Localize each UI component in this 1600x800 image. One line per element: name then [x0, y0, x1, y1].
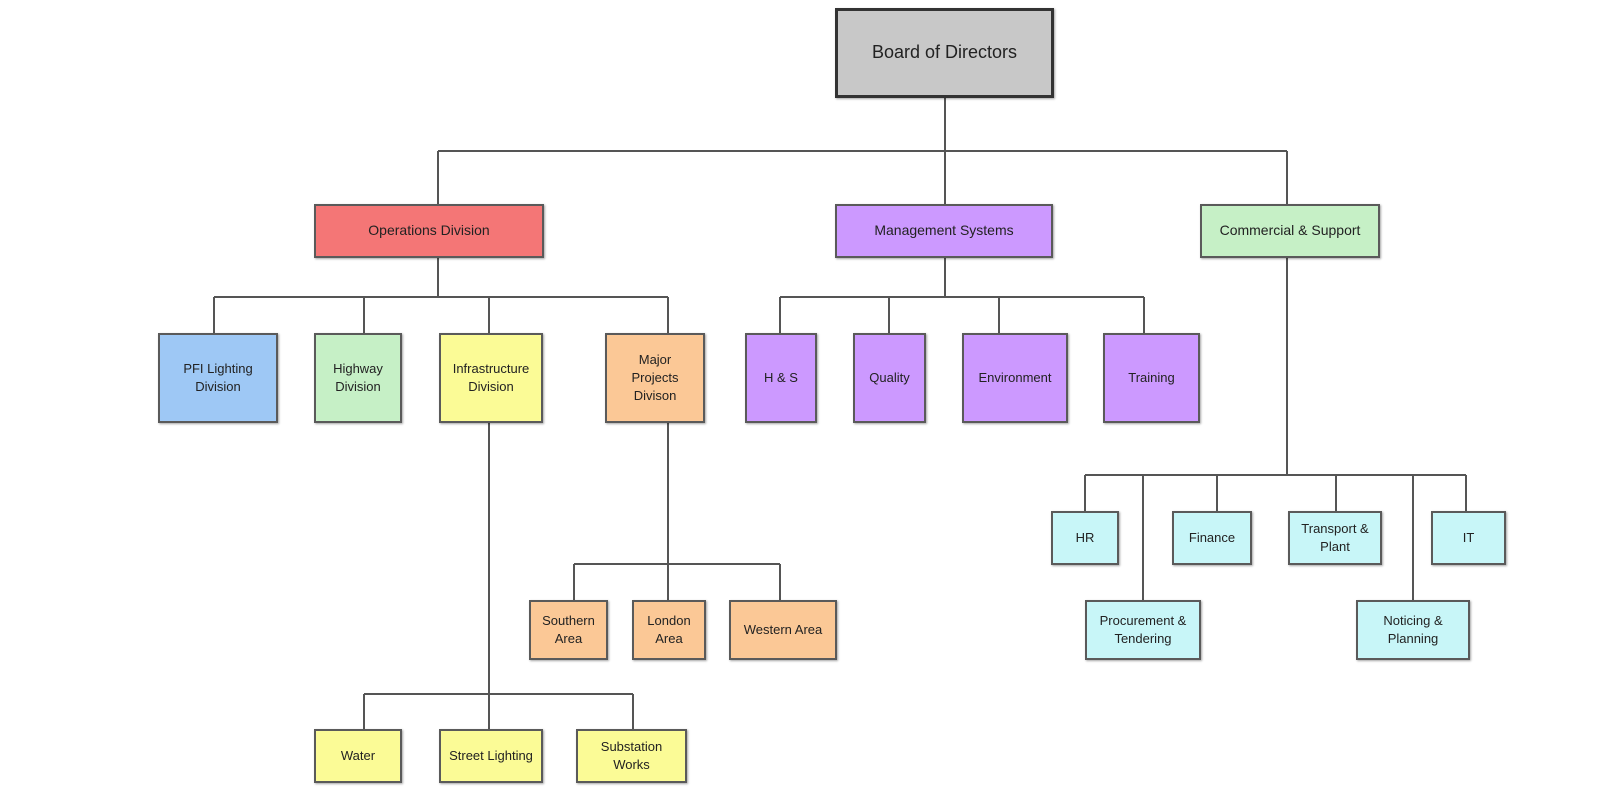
node-finance: Finance [1172, 511, 1252, 565]
node-board-of-directors: Board of Directors [835, 8, 1054, 98]
node-highway-division: Highway Division [314, 333, 402, 423]
node-hr: HR [1051, 511, 1119, 565]
node-commercial-support: Commercial & Support [1200, 204, 1380, 258]
node-london-area: London Area [632, 600, 706, 660]
node-operations-division: Operations Division [314, 204, 544, 258]
node-infrastructure-division: Infrastructure Division [439, 333, 543, 423]
node-pfi-lighting-division: PFI Lighting Division [158, 333, 278, 423]
node-southern-area: Southern Area [529, 600, 608, 660]
node-hs: H & S [745, 333, 817, 423]
node-quality: Quality [853, 333, 926, 423]
node-western-area: Western Area [729, 600, 837, 660]
node-water: Water [314, 729, 402, 783]
node-procurement-tendering: Procurement & Tendering [1085, 600, 1201, 660]
node-it: IT [1431, 511, 1506, 565]
node-management-systems: Management Systems [835, 204, 1053, 258]
node-noticing-planning: Noticing & Planning [1356, 600, 1470, 660]
node-transport-plant: Transport & Plant [1288, 511, 1382, 565]
node-street-lighting: Street Lighting [439, 729, 543, 783]
node-substation-works: Substation Works [576, 729, 687, 783]
node-training: Training [1103, 333, 1200, 423]
node-major-projects-division: Major Projects Divison [605, 333, 705, 423]
node-environment: Environment [962, 333, 1068, 423]
